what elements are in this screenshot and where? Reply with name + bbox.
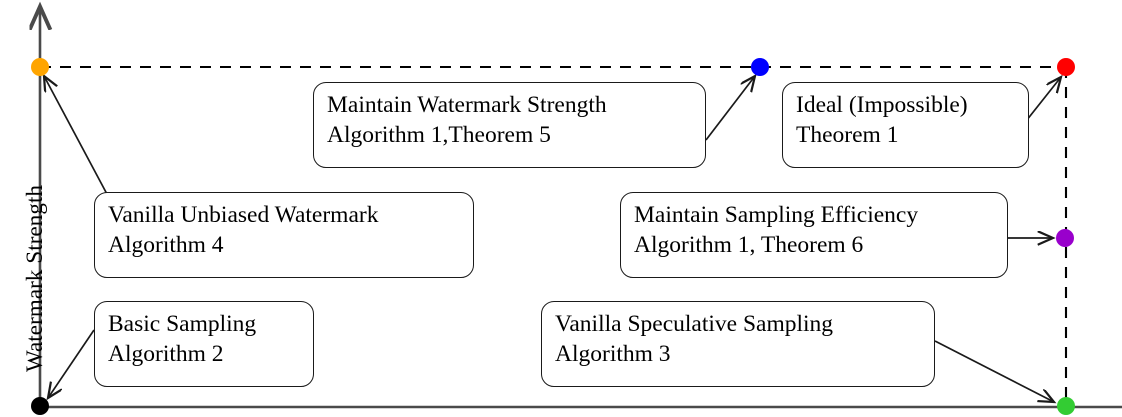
box-line-2: Algorithm 2 — [108, 341, 224, 368]
maintain-sampling-efficiency-box[interactable]: Maintain Sampling Efficiency Algorithm 1… — [620, 192, 1008, 278]
connector-basic-sampling-to-black-point — [48, 329, 95, 398]
box-line-2: Algorithm 4 — [108, 232, 224, 259]
box-line-1: Ideal (Impossible) — [796, 92, 968, 118]
maintain-watermark-strength-box[interactable]: Maintain Watermark Strength Algorithm 1,… — [313, 82, 706, 168]
connector-vanilla-speculative-to-green-point — [934, 340, 1054, 402]
box-line-1: Vanilla Unbiased Watermark — [108, 202, 379, 228]
vanilla-unbiased-watermark-box[interactable]: Vanilla Unbiased Watermark Algorithm 4 — [94, 192, 474, 278]
connector-maintain-watermark-to-blue-point — [705, 76, 755, 141]
vanilla-speculative-sampling-point[interactable] — [1057, 397, 1075, 415]
box-line-1: Maintain Watermark Strength — [327, 92, 607, 118]
ideal-impossible-point[interactable] — [1057, 58, 1075, 76]
vanilla-speculative-sampling-box[interactable]: Vanilla Speculative Sampling Algorithm 3 — [541, 301, 935, 387]
maintain-watermark-strength-point[interactable] — [751, 58, 769, 76]
ideal-impossible-box[interactable]: Ideal (Impossible) Theorem 1 — [782, 82, 1029, 168]
box-line-2: Theorem 1 — [796, 122, 899, 149]
box-line-2: Algorithm 1, Theorem 6 — [634, 232, 864, 259]
box-line-1: Basic Sampling — [108, 311, 257, 337]
maintain-sampling-efficiency-point[interactable] — [1056, 229, 1074, 247]
vanilla-unbiased-watermark-point[interactable] — [31, 58, 49, 76]
box-line-1: Vanilla Speculative Sampling — [555, 311, 834, 337]
box-line-1: Maintain Sampling Efficiency — [634, 202, 919, 228]
connector-vanilla-unbiased-to-orange-point — [44, 76, 109, 197]
y-axis-label: Watermark Strength — [22, 184, 47, 372]
basic-sampling-box[interactable]: Basic Sampling Algorithm 2 — [94, 301, 314, 387]
data-points-group — [31, 58, 1075, 415]
basic-sampling-point[interactable] — [31, 397, 49, 415]
box-line-2: Algorithm 1,Theorem 5 — [327, 122, 551, 149]
box-line-2: Algorithm 3 — [555, 341, 671, 368]
